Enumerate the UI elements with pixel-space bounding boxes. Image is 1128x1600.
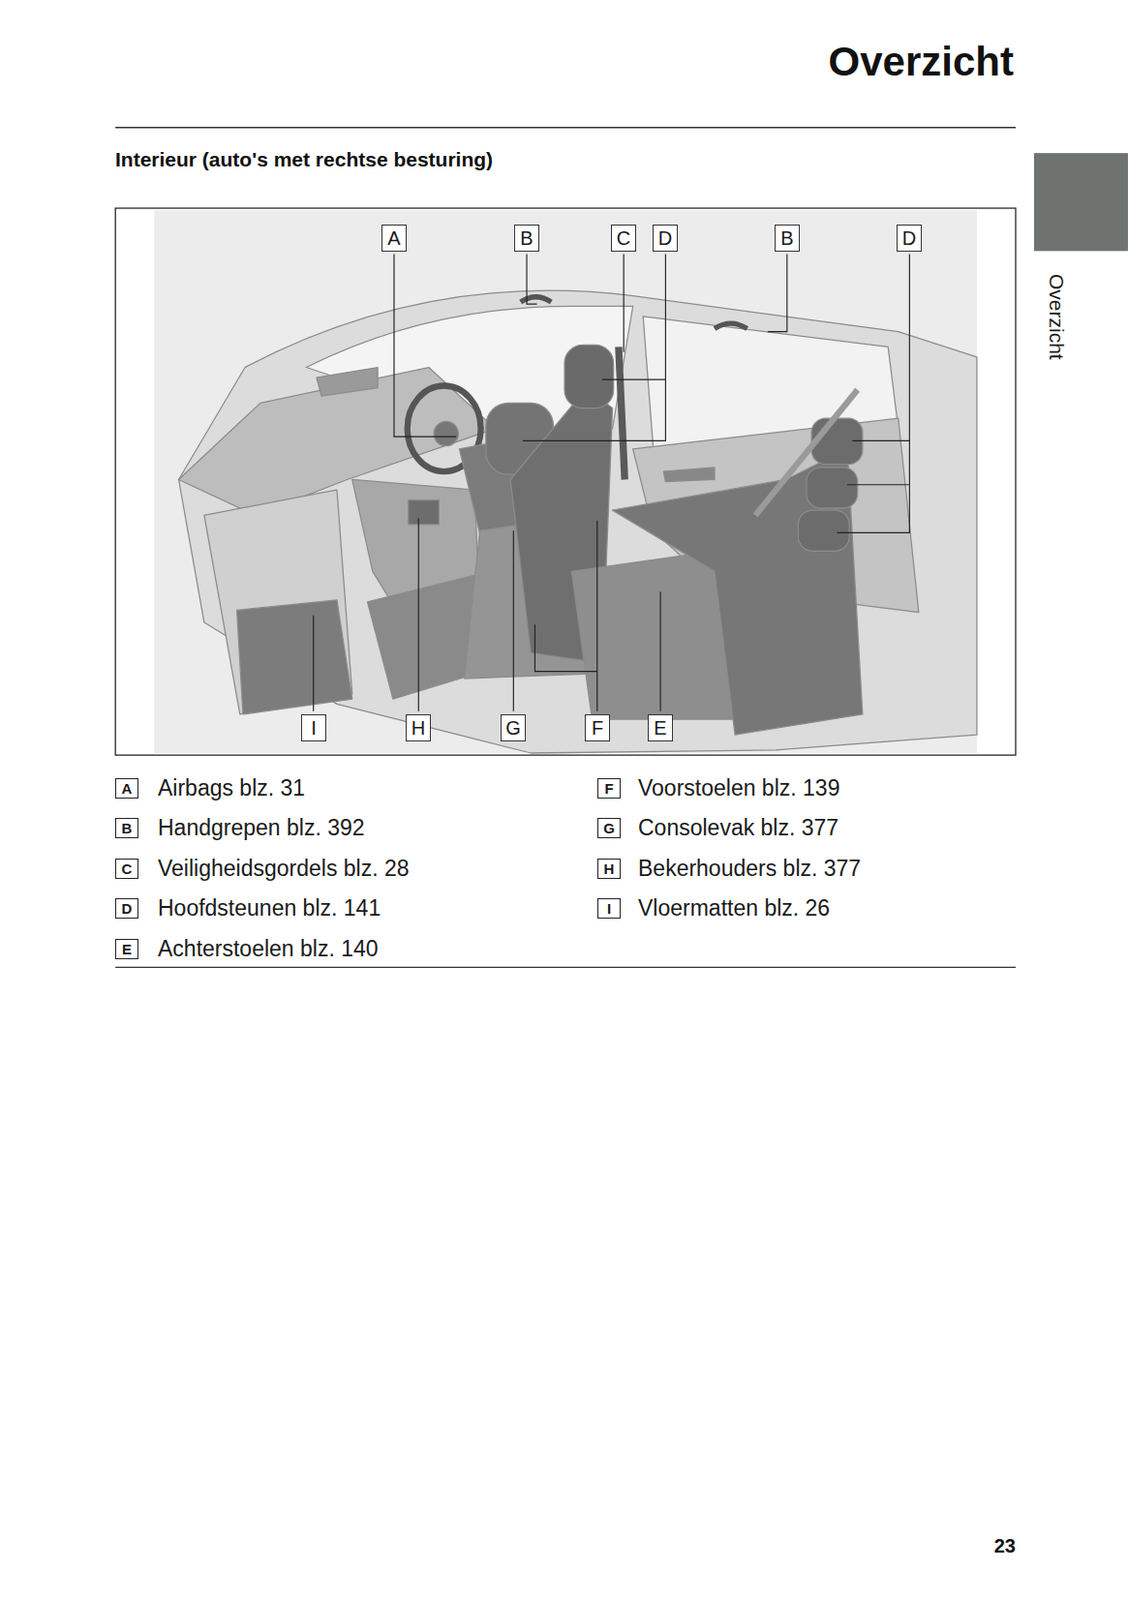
callout-letter: I bbox=[310, 717, 317, 740]
key-box: G bbox=[597, 818, 621, 839]
key-box: A bbox=[115, 778, 139, 799]
key-box: E bbox=[115, 939, 139, 960]
callout-box: I bbox=[301, 714, 327, 742]
key-letter: I bbox=[607, 900, 611, 917]
callout-letter: B bbox=[519, 227, 533, 250]
callout-box: F bbox=[584, 714, 610, 742]
key-letter: F bbox=[604, 780, 613, 797]
callout-box: B bbox=[774, 224, 800, 252]
callout-box: D bbox=[652, 224, 678, 252]
key-entry: Airbags blz. 31 bbox=[157, 775, 305, 802]
key-box: B bbox=[115, 818, 139, 839]
key-box: D bbox=[115, 898, 139, 919]
callout-box: E bbox=[647, 714, 673, 742]
callout-letter: F bbox=[591, 717, 604, 740]
callout-box: D bbox=[896, 224, 922, 252]
key-entry: Consolevak blz. 377 bbox=[638, 815, 839, 842]
key-letter: H bbox=[604, 860, 615, 878]
key-letter: C bbox=[121, 860, 133, 878]
callout-letter: C bbox=[616, 227, 631, 250]
callout-letter: G bbox=[505, 717, 521, 740]
callout-box: B bbox=[514, 224, 540, 252]
callout-box: G bbox=[500, 714, 526, 742]
key-letter: D bbox=[121, 900, 133, 917]
callout-letter: E bbox=[653, 717, 667, 740]
callout-letter: D bbox=[658, 227, 672, 250]
key-entry: Achterstoelen blz. 140 bbox=[157, 936, 379, 963]
key-box: I bbox=[597, 898, 621, 919]
key-box: H bbox=[597, 858, 621, 880]
key-letter: E bbox=[121, 941, 132, 958]
key-entry: Hoofdsteunen blz. 141 bbox=[157, 895, 381, 922]
key-entry: Veiligheidsgordels blz. 28 bbox=[157, 855, 410, 883]
key-entry: Voorstoelen blz. 139 bbox=[638, 775, 840, 802]
callout-letter: D bbox=[902, 227, 916, 250]
key-letter: A bbox=[121, 780, 133, 797]
key-entry: Vloermatten blz. 26 bbox=[638, 895, 830, 922]
key-entry: Handgrepen blz. 392 bbox=[157, 815, 366, 842]
side-tab-text: Overzicht bbox=[1044, 274, 1068, 361]
callout-box: H bbox=[405, 714, 431, 742]
key-letter: B bbox=[121, 820, 133, 837]
key-box: F bbox=[597, 778, 621, 799]
callout-letter: H bbox=[411, 717, 426, 740]
callout-box: A bbox=[381, 224, 407, 252]
key-entry: Bekerhouders blz. 377 bbox=[638, 855, 861, 883]
callout-letter: B bbox=[780, 227, 793, 250]
page-number: 23 bbox=[994, 1535, 1016, 1558]
callout-letter: A bbox=[387, 227, 400, 250]
page-title: Overzicht bbox=[828, 38, 1014, 86]
section-subtitle: Interieur (auto's met rechtse besturing) bbox=[115, 148, 493, 172]
key-letter: G bbox=[603, 820, 615, 837]
callout-box: C bbox=[610, 224, 637, 252]
key-box: C bbox=[115, 858, 139, 880]
